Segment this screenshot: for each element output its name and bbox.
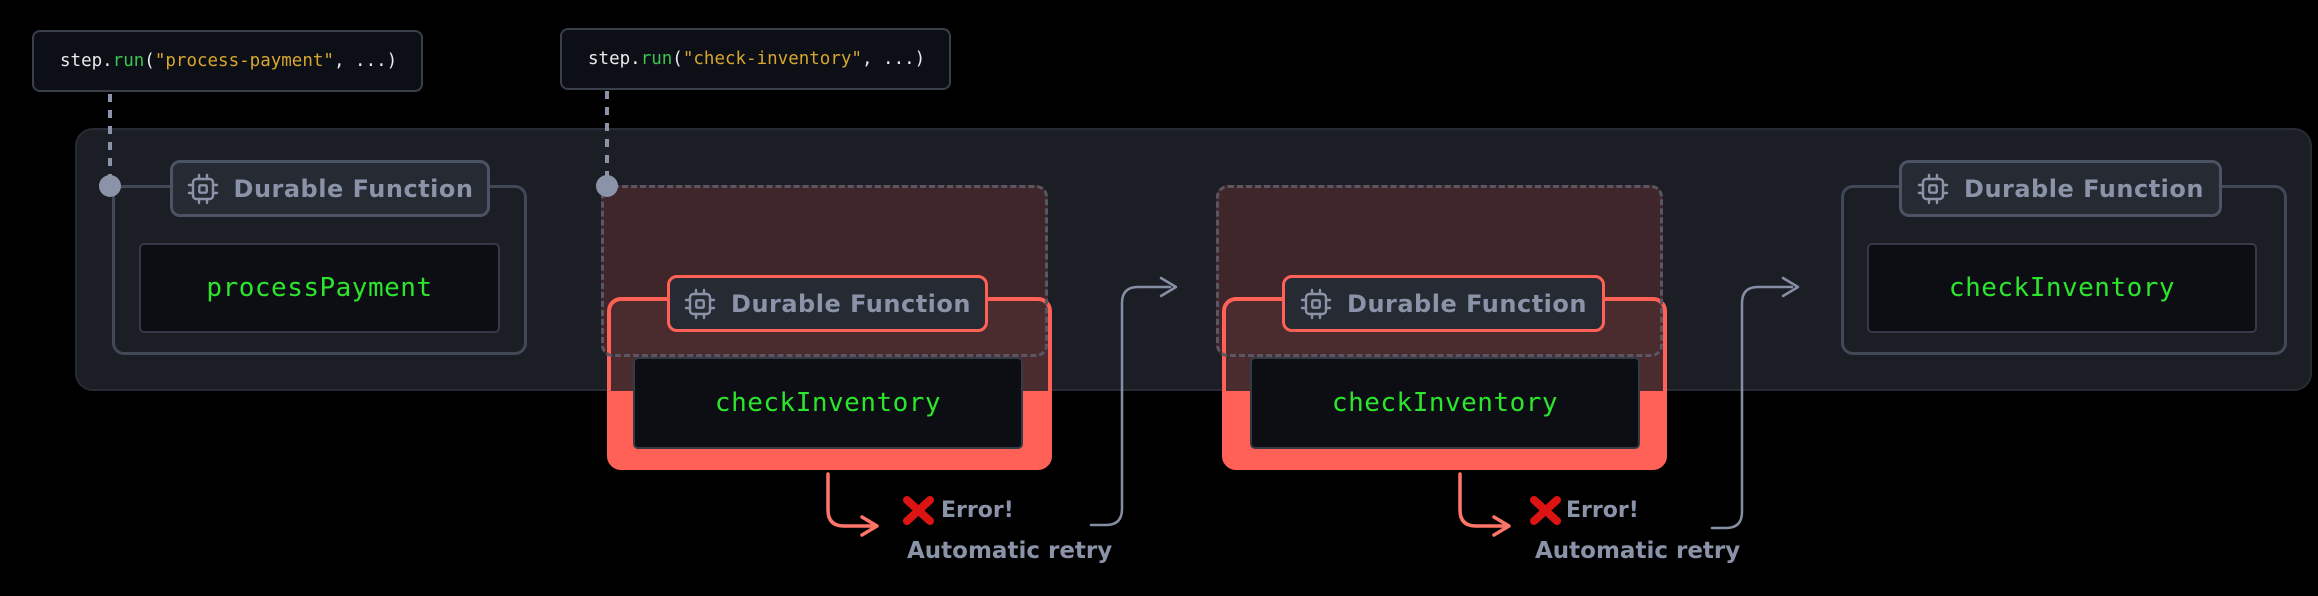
function-name-box: processPayment — [139, 243, 500, 333]
badge-label: Durable Function — [1347, 289, 1587, 318]
badge-label: Durable Function — [1964, 174, 2204, 203]
durable-function-badge: Durable Function — [170, 160, 490, 217]
cpu-icon — [1917, 173, 1949, 204]
automatic-retry-label: Automatic retry — [907, 538, 1113, 564]
error-arrow-2 — [1458, 472, 1511, 537]
code-token: step. — [60, 51, 113, 71]
code-token: ( — [144, 51, 155, 71]
code-token: , ...) — [861, 49, 926, 69]
x-mark-icon — [903, 496, 934, 525]
code-snippet-process-payment: step.run("process-payment", ...) — [32, 30, 423, 92]
code-token-run: run — [112, 51, 145, 71]
function-name: checkInventory — [1331, 388, 1559, 418]
function-name: checkInventory — [714, 388, 942, 418]
durable-function-badge-failed: Durable Function — [667, 275, 988, 332]
cpu-icon — [187, 173, 218, 204]
function-name-box: checkInventory — [1867, 243, 2257, 333]
ghost-attempt-outline — [601, 185, 1048, 357]
code-token: , ...) — [333, 51, 398, 71]
code-token: step. — [588, 49, 641, 69]
cpu-icon — [1300, 288, 1332, 319]
badge-label: Durable Function — [731, 289, 971, 318]
automatic-retry-label: Automatic retry — [1535, 538, 1741, 564]
error-label: Error! — [1566, 498, 1639, 523]
function-name: checkInventory — [1948, 273, 2176, 303]
badge-label: Durable Function — [233, 174, 474, 203]
code-token-string: "check-inventory" — [682, 49, 862, 69]
code-token-string: "process-payment" — [154, 51, 334, 71]
cpu-icon — [684, 288, 716, 319]
code-token-run: run — [640, 49, 673, 69]
function-name: processPayment — [206, 273, 433, 303]
function-name-box: checkInventory — [633, 357, 1023, 449]
code-snippet-check-inventory: step.run("check-inventory", ...) — [560, 28, 951, 90]
durable-function-badge-failed: Durable Function — [1282, 275, 1605, 332]
ghost-attempt-outline — [1216, 185, 1663, 357]
error-arrow-1 — [826, 472, 879, 537]
error-label: Error! — [941, 498, 1014, 523]
function-name-box: checkInventory — [1250, 357, 1640, 449]
durable-function-badge: Durable Function — [1899, 160, 2222, 217]
x-mark-icon — [1530, 496, 1561, 525]
code-token: ( — [672, 49, 683, 69]
